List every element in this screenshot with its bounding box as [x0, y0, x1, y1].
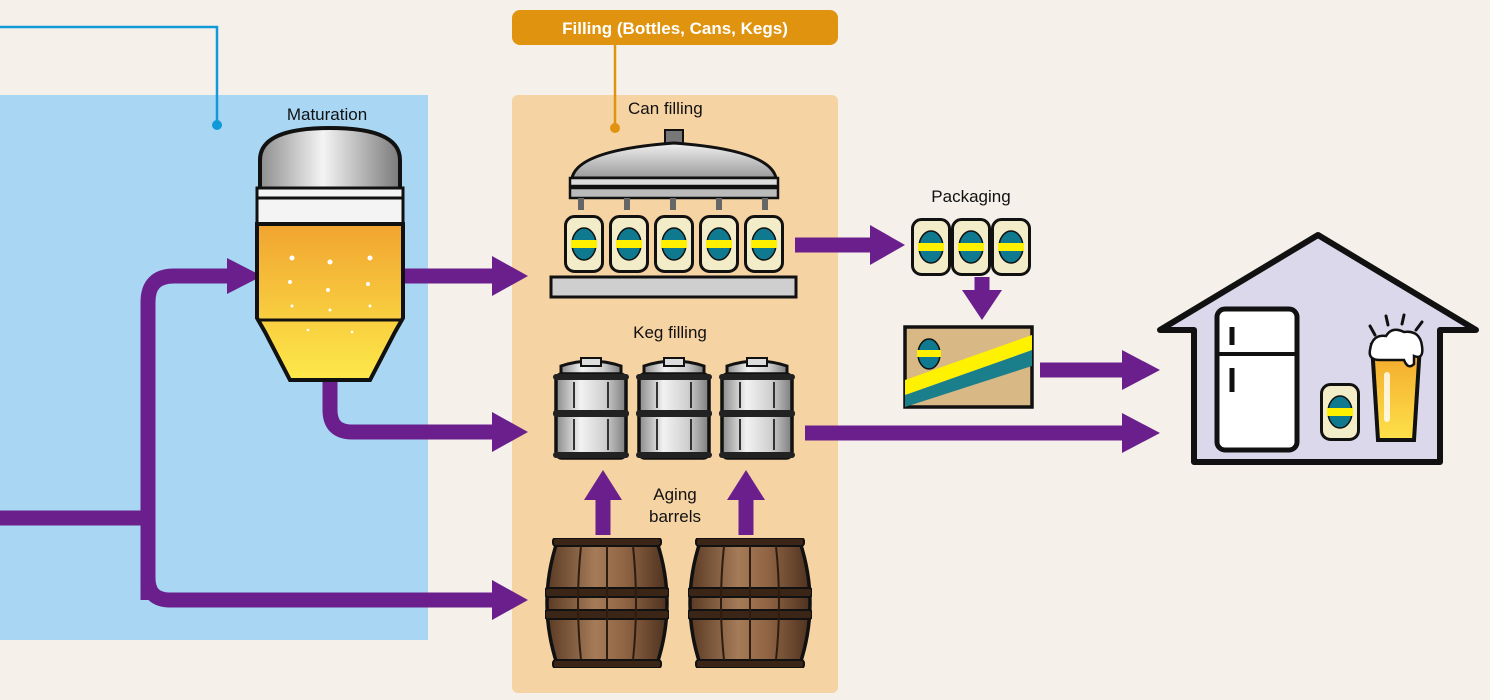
home-beer-can-icon	[1320, 382, 1360, 442]
beer-can-icon	[564, 215, 784, 273]
flow-line-tank-to-keg	[322, 380, 492, 440]
beer-glass-icon	[1368, 313, 1424, 442]
filling-section-badge: Filling (Bottles, Cans, Kegs)	[562, 19, 788, 38]
can-filler-icon	[549, 129, 798, 299]
package-box-icon	[903, 325, 1034, 409]
packaging-cans-icon	[911, 218, 1031, 276]
aging-barrels-label-line2: barrels	[649, 507, 701, 526]
aging-barrels-label-line1: Aging	[653, 485, 696, 504]
maturation-label: Maturation	[287, 105, 367, 124]
house-icon	[1157, 232, 1479, 465]
flow-line-to-barrels	[140, 518, 508, 608]
flow-arrows	[0, 237, 1122, 608]
fermentation-tank-icon	[255, 125, 405, 382]
flow-line-to-tank	[140, 268, 228, 600]
can-filling-label: Can filling	[628, 99, 703, 118]
maturation-callout-line	[0, 25, 222, 130]
arrow-heads	[227, 225, 1160, 620]
filling-callout	[512, 10, 838, 133]
keg-icon	[553, 356, 795, 460]
packaging-label: Packaging	[931, 187, 1010, 206]
keg-filling-label: Keg filling	[633, 323, 707, 342]
refrigerator-icon	[1214, 306, 1300, 453]
